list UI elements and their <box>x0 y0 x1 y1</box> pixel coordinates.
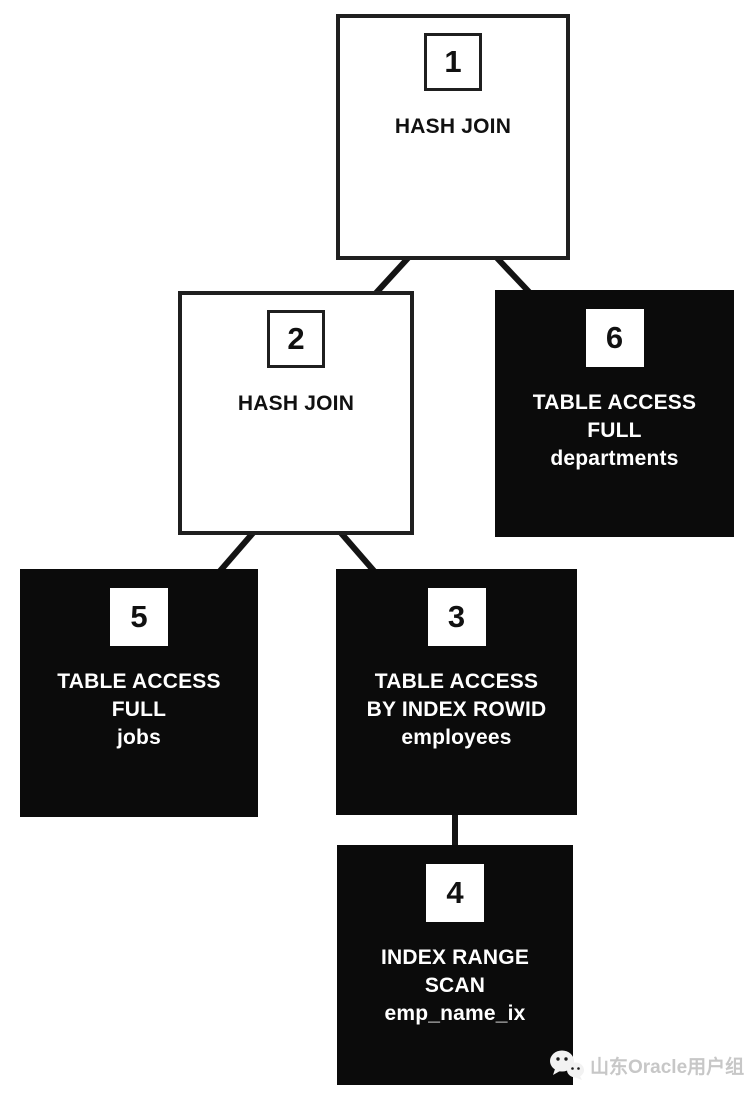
edge-2-3 <box>338 531 377 573</box>
node-1-label: HASH JOIN <box>394 115 512 138</box>
node-4-number: 4 <box>446 875 464 910</box>
node-1-number: 1 <box>444 44 462 79</box>
edge-2-5 <box>217 531 256 573</box>
node-4-number-badge: 4 <box>426 864 484 922</box>
node-1-number-badge: 1 <box>424 33 482 91</box>
edge-1-2 <box>373 254 412 296</box>
plan-node-4-index-range-scan: 4 INDEX RANGE SCAN emp_name_ix <box>337 845 573 1085</box>
node-2-label: HASH JOIN <box>237 392 355 415</box>
edge-1-6 <box>494 255 534 297</box>
node-2-number: 2 <box>287 321 305 356</box>
node-5-label: TABLE ACCESS FULL jobs <box>57 670 221 749</box>
watermark-text: 山东Oracle用户组 <box>590 1056 745 1078</box>
plan-node-3-table-access-by-index-rowid: 3 TABLE ACCESS BY INDEX ROWID employees <box>336 569 577 815</box>
node-6-number: 6 <box>605 320 624 355</box>
node-5-number: 5 <box>130 599 148 634</box>
node-5-number-badge: 5 <box>110 588 168 646</box>
node-3-number: 3 <box>447 599 466 634</box>
watermark: 山东Oracle用户组 <box>549 1049 744 1081</box>
node-3-label: TABLE ACCESS BY INDEX ROWID employees <box>366 670 547 749</box>
wechat-icon <box>550 1050 584 1080</box>
node-6-label: TABLE ACCESS FULL departments <box>532 391 697 470</box>
node-4-label: INDEX RANGE SCAN emp_name_ix <box>380 946 530 1025</box>
plan-node-2-hash-join: 2 HASH JOIN <box>178 291 414 535</box>
plan-node-1-hash-join: 1 HASH JOIN <box>336 14 570 260</box>
node-2-number-badge: 2 <box>267 310 325 368</box>
node-3-number-badge: 3 <box>427 588 486 646</box>
plan-node-6-table-access-full-departments: 6 TABLE ACCESS FULL departments <box>495 290 734 537</box>
node-6-number-badge: 6 <box>585 309 644 367</box>
plan-node-5-table-access-full-jobs: 5 TABLE ACCESS FULL jobs <box>20 569 258 817</box>
